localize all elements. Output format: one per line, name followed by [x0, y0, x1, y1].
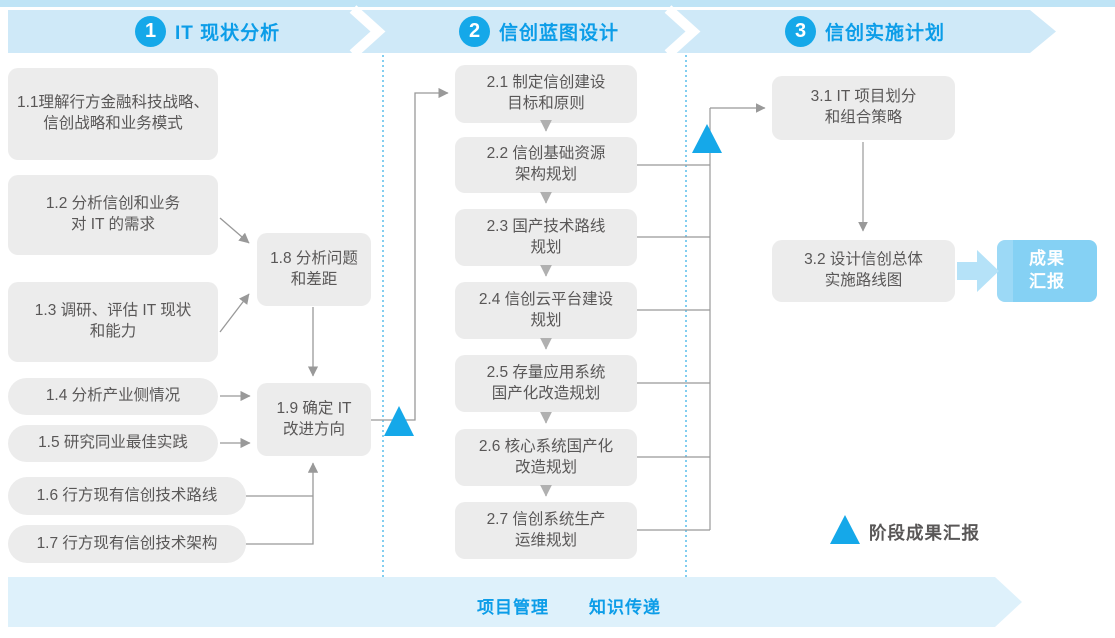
- phase-1-title: IT 现状分析: [175, 23, 281, 44]
- box-1-2: 1.2 分析信创和业务 对 IT 的需求: [8, 175, 218, 255]
- legend-label: 阶段成果汇报: [869, 523, 980, 543]
- box-1-5: 1.5 研究同业最佳实践: [8, 425, 218, 462]
- result-fat-arrow: [957, 250, 999, 292]
- phase-3-title: 信创实施计划: [825, 23, 946, 44]
- result-report-box: 成果 汇报: [997, 240, 1097, 302]
- box-1-1: 1.1理解行方金融科技战略、 信创战略和业务模式: [8, 68, 218, 160]
- box-2-6: 2.6 核心系统国产化 改造规划: [455, 429, 637, 486]
- box-2-3: 2.3 国产技术路线 规划: [455, 209, 637, 266]
- box-2-1: 2.1 制定信创建设 目标和原则: [455, 65, 637, 123]
- legend-triangle-up-icon: [830, 515, 860, 544]
- phase-2-header: 2 信创蓝图设计: [459, 10, 619, 53]
- box-1-3: 1.3 调研、评估 IT 现状 和能力: [8, 282, 218, 362]
- box-1-4: 1.4 分析产业侧情况: [8, 378, 218, 415]
- phase-1-connectors: [219, 87, 449, 545]
- phase-2-title: 信创蓝图设计: [499, 23, 620, 44]
- stage-report-triangle-1-icon: [384, 406, 414, 436]
- box-2-2: 2.2 信创基础资源 架构规划: [455, 137, 637, 193]
- box-1-6: 1.6 行方现有信创技术路线: [8, 477, 246, 515]
- stage-report-triangle-2-icon: [692, 124, 722, 153]
- box-3-1: 3.1 IT 项目划分 和组合策略: [772, 76, 955, 140]
- phase-3-header: 3 信创实施计划: [785, 10, 945, 53]
- box-1-7: 1.7 行方现有信创技术架构: [8, 525, 246, 563]
- box-1-9: 1.9 确定 IT 改进方向: [257, 383, 371, 456]
- box-2-4: 2.4 信创云平台建设 规划: [455, 282, 637, 339]
- collector-connectors: [637, 103, 868, 531]
- phase-1-number-badge: 1: [135, 16, 166, 47]
- box-3-2: 3.2 设计信创总体 实施路线图: [772, 240, 955, 302]
- box-2-5: 2.5 存量应用系统 国产化改造规划: [455, 355, 637, 412]
- top-strip: [0, 0, 1115, 7]
- phase-2-number-badge: 2: [459, 16, 490, 47]
- phase-banner: 1 IT 现状分析 2 信创蓝图设计 3 信创实施计划: [8, 10, 1056, 53]
- phase-1-header: 1 IT 现状分析: [135, 10, 280, 53]
- bottom-label-knowledge-transfer: 知识传递: [589, 598, 661, 617]
- bottom-band: [8, 577, 1022, 627]
- bottom-label-project-management: 项目管理: [477, 598, 549, 617]
- box-2-7: 2.7 信创系统生产 运维规划: [455, 502, 637, 559]
- box-1-8: 1.8 分析问题 和差距: [257, 233, 371, 306]
- phase-3-number-badge: 3: [785, 16, 816, 47]
